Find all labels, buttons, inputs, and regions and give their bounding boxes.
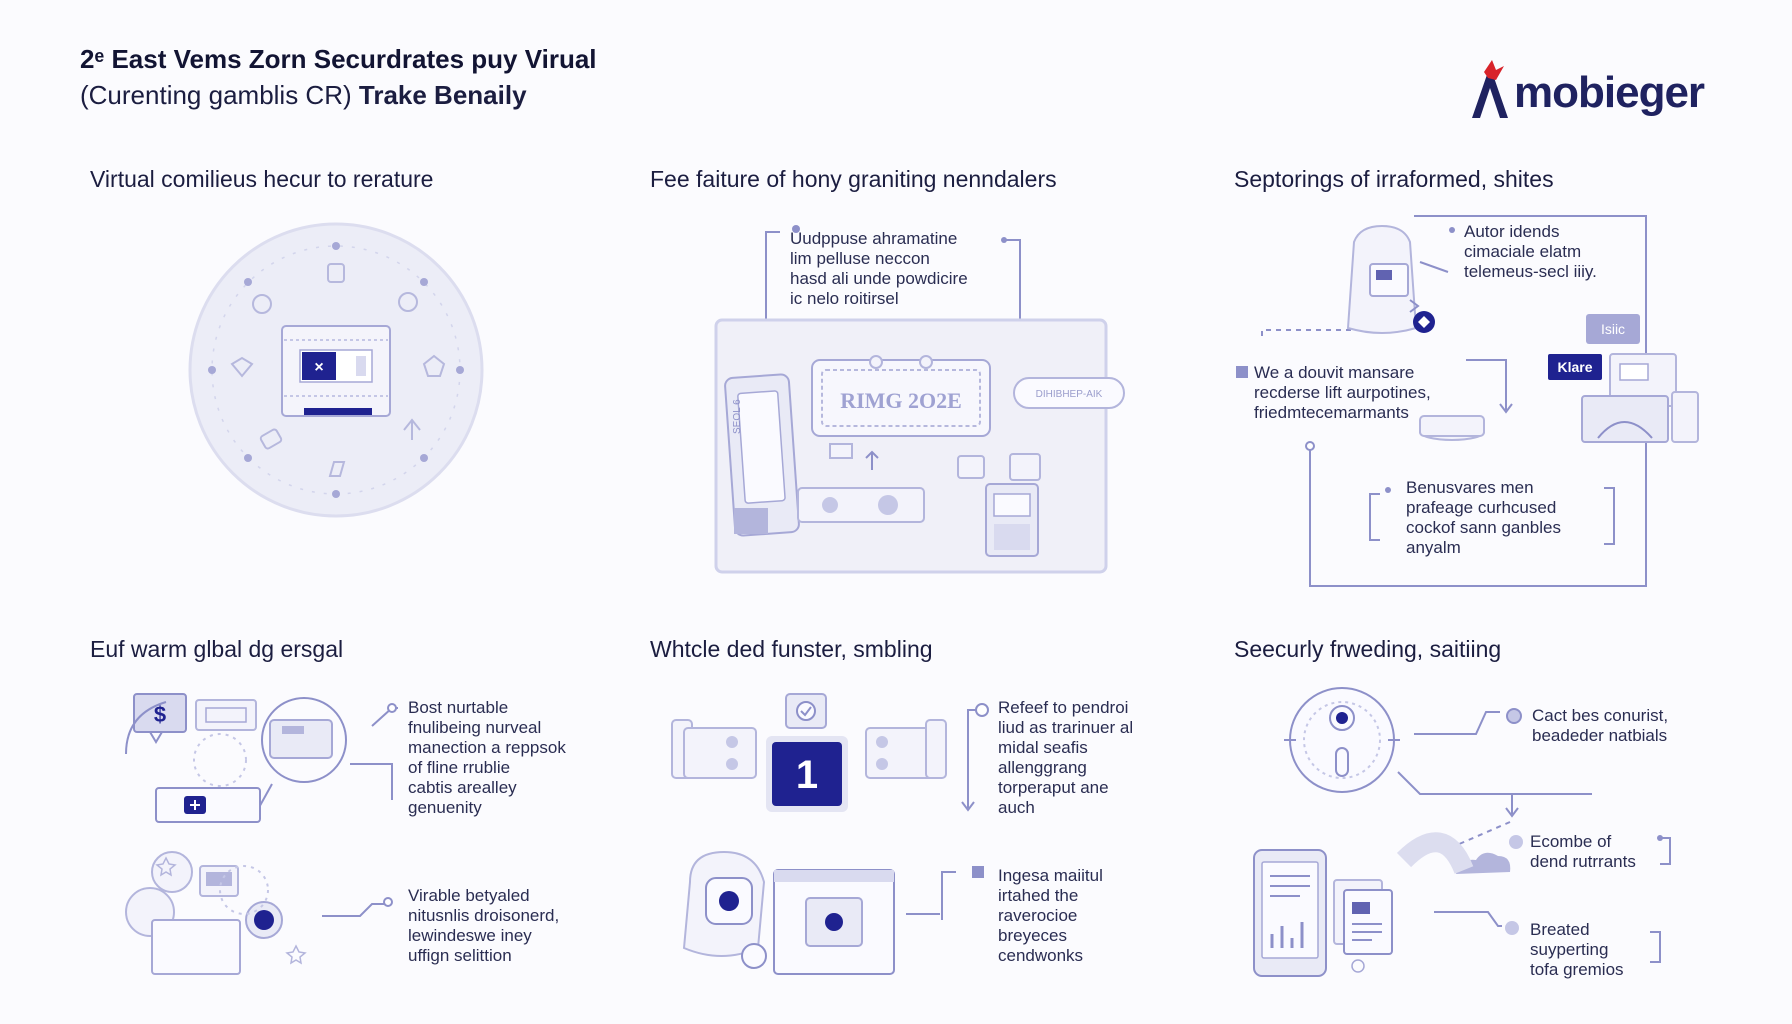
- logo-mark-icon: A: [1472, 60, 1508, 118]
- right-panel: [865, 719, 947, 779]
- backpack-icon: [1346, 224, 1435, 334]
- section-6-title: Seecurly frweding, saitiing: [1234, 636, 1502, 662]
- chat-bubble-icon: $: [133, 693, 187, 744]
- brand-logo: A mobieger: [1462, 58, 1732, 122]
- phone-label: SEOL 6: [732, 399, 792, 434]
- subtitle-bold: Trake Benaily: [358, 80, 527, 110]
- machine-icon: [957, 453, 1041, 557]
- counter-value: 1: [796, 753, 818, 797]
- stack-device: [1419, 415, 1485, 441]
- sign-board: RIMG 2O2E: [811, 355, 991, 437]
- section-4-illustration: $: [125, 693, 398, 975]
- section-1-illustration: ×: [188, 222, 484, 518]
- bag-icon: [682, 850, 767, 969]
- phone-icon: [724, 373, 800, 537]
- left-panel: [671, 719, 757, 779]
- section-4-title: Euf warm glbal dg ersgal: [90, 636, 344, 662]
- server-device-icon: ×: [281, 325, 391, 417]
- page-subtitle: (Curenting gamblis CR) Trake Benaily: [80, 80, 527, 111]
- orbit-icons: [230, 263, 446, 477]
- laptop-device-icon: [1581, 353, 1699, 443]
- pill-label: DIHIBHEP-AIK: [1013, 377, 1125, 409]
- logo-text: mobieger: [1514, 68, 1705, 117]
- phone-document-icon: [1253, 849, 1393, 977]
- tag-isiic: Isiic: [1586, 314, 1640, 344]
- section-1-title: Virtual comilieus hecur to rerature: [90, 166, 434, 192]
- svg-text:RIMG 2O2E: RIMG 2O2E: [840, 388, 962, 413]
- section-6-note-a: Cact bes conurist,beadeder natbials: [1532, 706, 1669, 745]
- section-5-illustration: 1: [671, 693, 989, 975]
- svg-text:×: ×: [314, 359, 323, 376]
- tag-klare: Klare: [1548, 354, 1602, 380]
- section-6-illustration: [1253, 687, 1671, 977]
- svg-text:$: $: [154, 702, 166, 727]
- section-2-illustration: RIMG 2O2E DIHIBHEP-AIK: [714, 225, 1125, 574]
- section-2-title: Fee faiture of hony graniting nenndalers: [650, 166, 1057, 192]
- scanner-icon: [1284, 687, 1400, 793]
- section-5-title: Whtcle ded funster, smbling: [650, 636, 933, 662]
- section-3-illustration: Isiic Klare: [1236, 215, 1699, 587]
- page-title: 2ᵉ East Vems Zorn Securdrates puy Virual: [80, 44, 597, 74]
- svg-text:Isiic: Isiic: [1601, 321, 1625, 337]
- svg-text:Klare: Klare: [1557, 359, 1592, 375]
- section-3-title: Septorings of irraformed, shites: [1234, 166, 1554, 192]
- monitor-icon: [773, 869, 895, 975]
- svg-text:DIHIBHEP-AIK: DIHIBHEP-AIK: [1036, 389, 1103, 400]
- subtitle-regular: (Curenting gamblis CR): [80, 80, 352, 110]
- bottom-cluster: [125, 851, 307, 975]
- orbit-dots: [208, 242, 464, 498]
